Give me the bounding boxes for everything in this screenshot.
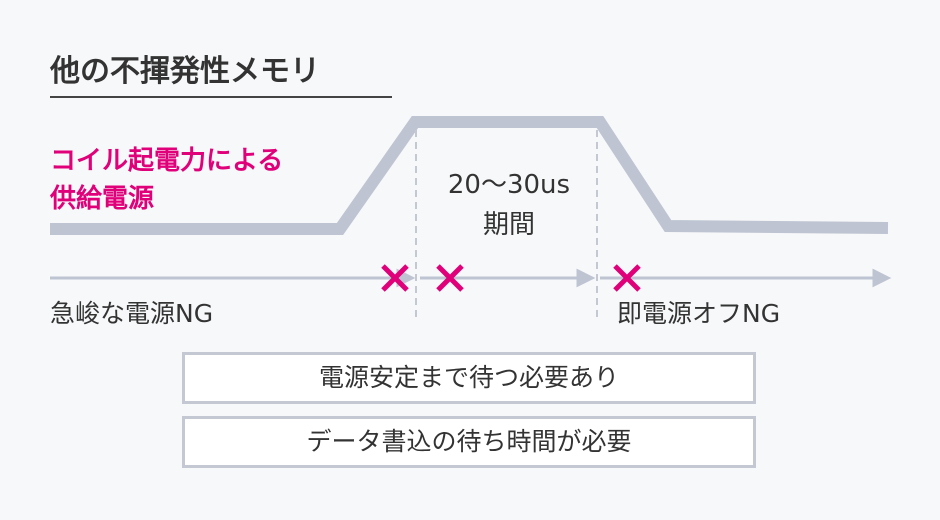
arrowhead-icon bbox=[872, 268, 892, 288]
supply-label-line-1: コイル起電力による bbox=[50, 146, 284, 176]
supply-label: コイル起電力による 供給電源 bbox=[50, 142, 283, 218]
note-box-wait-stable: 電源安定まで待つ必要あり bbox=[182, 352, 756, 404]
steep-power-ng-label: 急峻な電源NG bbox=[50, 299, 214, 328]
supply-label-line-2: 供給電源 bbox=[50, 184, 155, 214]
arrowhead-icon bbox=[576, 268, 596, 288]
supply-waveform bbox=[50, 116, 889, 235]
cross-icon bbox=[613, 264, 641, 292]
cross-icon bbox=[436, 264, 464, 292]
page-title: 他の不揮発性メモリ bbox=[50, 54, 320, 89]
note-box-write-wait: データ書込の待ち時間が必要 bbox=[182, 416, 756, 468]
immediate-off-ng-label: 即電源オフNG bbox=[617, 299, 781, 328]
period-label: 20〜30us 期間 bbox=[420, 165, 598, 245]
title-underline bbox=[50, 96, 392, 98]
period-word: 期間 bbox=[482, 210, 535, 240]
cross-icon bbox=[381, 264, 409, 292]
period-duration: 20〜30us bbox=[447, 170, 571, 200]
